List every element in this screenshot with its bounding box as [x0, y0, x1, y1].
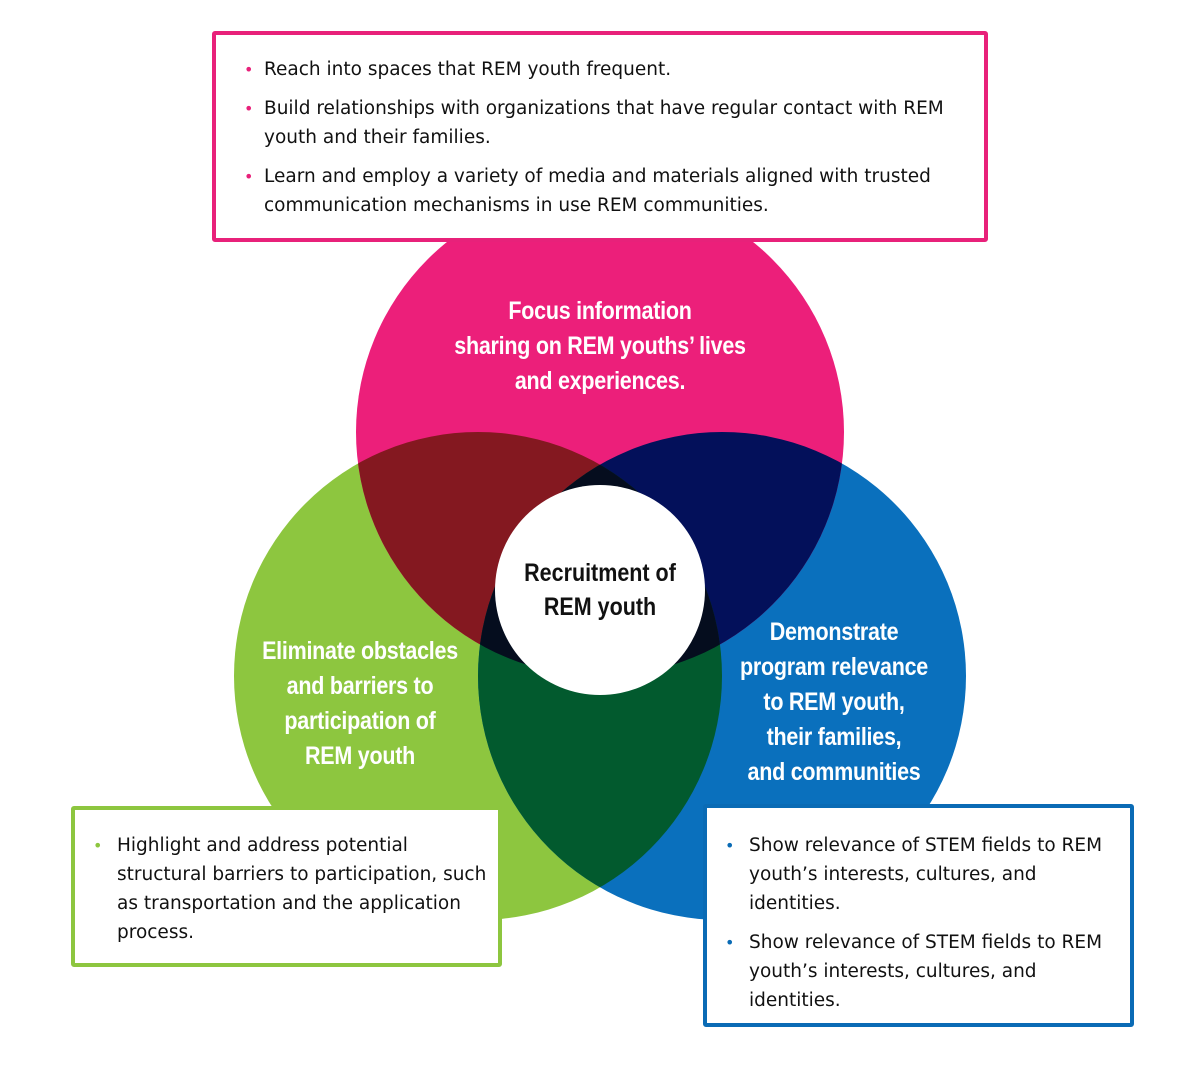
center-circle [495, 485, 705, 695]
list-item: •Highlight and address potential structu… [87, 831, 488, 947]
bullet-icon: • [93, 836, 103, 855]
bullet-icon: • [725, 836, 735, 855]
list-item: •Reach into spaces that REM youth freque… [238, 55, 964, 84]
list-item: •Show relevance of STEM fields to REM yo… [719, 928, 1120, 1015]
bullet-icon: • [244, 167, 254, 186]
right-strategies-box: •Show relevance of STEM fields to REM yo… [703, 804, 1134, 1027]
right-circle-label: Demonstrate program relevance to REM you… [739, 618, 929, 786]
list-item: •Show relevance of STEM fields to REM yo… [719, 831, 1120, 918]
left-strategies-box: •Highlight and address potential structu… [71, 806, 502, 967]
list-item: •Build relationships with organizations … [238, 94, 964, 152]
top-circle-label: Focus information sharing on REM youths’… [454, 297, 746, 395]
center-label: Recruitment of REM youth [524, 559, 676, 621]
left-circle-label: Eliminate obstacles and barriers to part… [262, 637, 458, 770]
bullet-icon: • [244, 60, 254, 79]
bullet-icon: • [725, 933, 735, 952]
list-item: •Learn and employ a variety of media and… [238, 162, 964, 220]
bullet-icon: • [244, 99, 254, 118]
top-strategies-box: •Reach into spaces that REM youth freque… [212, 31, 988, 242]
